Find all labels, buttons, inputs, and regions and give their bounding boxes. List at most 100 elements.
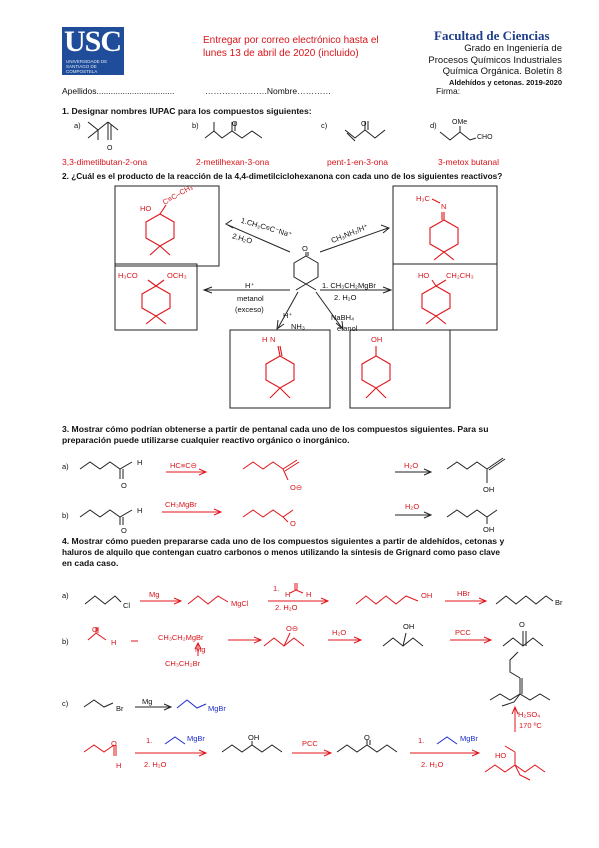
- q2-reagent-ml2: metanol: [237, 294, 264, 303]
- q2-center-ketone: [293, 252, 319, 291]
- q4a-mgcl: MgCl: [231, 599, 249, 608]
- q3b-pentanal: [79, 509, 133, 518]
- q3-label-a: a): [62, 462, 69, 471]
- q4c-heptan4ol: [221, 744, 283, 753]
- q2-prod2-h3c: H₃C: [416, 194, 430, 203]
- q4a-ald-h2: H: [306, 590, 312, 599]
- q4a-grignard: [187, 595, 229, 605]
- deadline-line2: lunes 13 de abril de 2020 (incluido): [203, 48, 359, 59]
- q2-arrow-topleft: [227, 224, 291, 253]
- q1-answer-a: 3,3-dimetilbutan-2-ona: [62, 157, 148, 167]
- q2-product-alkyne: [145, 204, 175, 256]
- q4c-pcc: PCC: [302, 739, 318, 748]
- q2-product-hydroxy: [361, 346, 391, 399]
- question-4-text-1: 4. Mostrar cómo pueden prepararse cada u…: [62, 536, 505, 546]
- q1-label-a: a): [74, 121, 81, 130]
- q1-label-b: b): [192, 121, 199, 130]
- q2-prod4-ho: HO: [418, 271, 430, 280]
- logo-subtitle: UNIVERSIDADE DE SANTIAGO DE COMPOSTELA: [66, 59, 108, 74]
- q3a-reagent: HC≡C⊖: [170, 461, 197, 470]
- q4-label-a: a): [62, 591, 69, 600]
- q4b-h2o: H₂O: [332, 628, 347, 637]
- q4a-ald-h1: H: [285, 590, 291, 599]
- q2-box-midright: [392, 263, 498, 331]
- q4c-propylmgbr: [176, 699, 207, 709]
- q2-center-oxygen: O: [302, 244, 308, 253]
- q4c-step2: 2. H₂O: [144, 760, 167, 769]
- usc-logo: USC UNIVERSIDADE DE SANTIAGO DE COMPOSTE…: [62, 27, 124, 75]
- q4a-chlorobutane: [84, 595, 122, 605]
- q4a-step1: 1.: [273, 584, 280, 593]
- q2-product-imine: [429, 198, 459, 261]
- q1-answer-d: 3-metox butanal: [438, 157, 499, 167]
- q2-arrow-botleft: [277, 291, 299, 329]
- q3a-h: H: [137, 458, 143, 467]
- q4a-mg: Mg: [149, 590, 160, 599]
- subject-line: Química Orgánica. Boletín 8: [442, 66, 562, 77]
- logo-text: USC: [64, 25, 122, 58]
- q4a-cl: Cl: [123, 601, 131, 610]
- q4b-propanal: [87, 632, 107, 641]
- q4c-heptan4one: [336, 744, 398, 753]
- q3a-intermediate: [242, 461, 284, 470]
- q3b-intermediate: [242, 509, 294, 518]
- q3a-alkoxide: O⊖: [290, 483, 303, 492]
- q4a-hbr: HBr: [457, 589, 470, 598]
- q2-reagent-bl2: NH₃: [291, 322, 305, 331]
- degree-line1: Grado en Ingeniería de: [464, 43, 562, 54]
- q4c-bromopropane: [83, 699, 114, 708]
- q3b-o: O: [121, 526, 127, 535]
- q2-prod4-side: CH₂CH₃: [446, 271, 474, 280]
- q4c-h2so4: H₂SO₄: [518, 710, 541, 719]
- q3-label-b: b): [62, 511, 69, 520]
- q3b-alkoxide: O: [290, 519, 296, 528]
- q4a-pentanol: [355, 595, 419, 605]
- q4c-oh: OH: [248, 733, 260, 742]
- q3b-oh: OH: [483, 525, 495, 534]
- q4c-ald-h: H: [116, 761, 122, 770]
- q4a-step2: 2. H₂O: [275, 603, 298, 612]
- q3a-pentanal: [79, 461, 133, 470]
- question-3-text-2: preparación puede utilizarse cualquier r…: [62, 435, 350, 445]
- q4c-mg: Mg: [142, 697, 153, 706]
- q4c-step1-b: 1.: [418, 736, 425, 745]
- q4c-step1: 1.: [146, 736, 153, 745]
- q4b-pcc: PCC: [455, 628, 471, 637]
- q1b-structure: [204, 122, 263, 139]
- q3b-reagent: CH₃MgBr: [165, 500, 197, 509]
- q1d-ome: OMe: [452, 119, 468, 126]
- q2-reagent-ml3: (exceso): [235, 305, 264, 314]
- q2-prod1-ho: HO: [140, 204, 152, 213]
- q4c-ketone-o: O: [364, 733, 370, 742]
- q2-reagent-mr1: 1. CH₃CH₂MgBr: [322, 281, 376, 290]
- q2-reagent-ml1: H⁺: [245, 281, 255, 290]
- q3a-o: O: [121, 481, 127, 490]
- question-3-text-1: 3. Mostrar cómo podrían obtenerse a part…: [62, 424, 489, 434]
- q4a-br: Br: [555, 598, 563, 607]
- q4c-step2-b: 2. H₂O: [421, 760, 444, 769]
- q4b-ethylbr: CH₃CH₂Br: [165, 659, 201, 668]
- question-4-text-3: en cada caso.: [62, 558, 119, 568]
- q3a-water: H₂O: [404, 461, 419, 470]
- q4b-ald-o: O: [92, 625, 98, 634]
- question-4-text-2: haluros de alquilo que contengan cuatro …: [62, 547, 500, 557]
- q4a-bromopentane: [495, 595, 554, 605]
- q1-label-d: d): [430, 121, 437, 130]
- q4c-target-alkene: [489, 651, 551, 707]
- q4b-alkoxide: O⊖: [286, 624, 299, 633]
- q4c-mgbr: MgBr: [208, 704, 226, 713]
- topic-line: Aldehídos y cetonas. 2019-2020: [449, 78, 562, 87]
- q2-box-topleft: [114, 185, 220, 267]
- q4c-butanal: [83, 744, 115, 753]
- q4a-oh: OH: [421, 591, 433, 600]
- q1d-structure: [439, 126, 477, 141]
- q2-product-acetal: [141, 279, 171, 325]
- q4c-ho: HO: [495, 751, 507, 760]
- faculty-title: Facultad de Ciencias: [434, 28, 550, 43]
- q2-arrow-botright: [315, 291, 343, 329]
- q4c-mgbr-3: MgBr: [460, 734, 478, 743]
- q2-arrow-topright: [319, 227, 389, 253]
- q4b-mg: Mg: [195, 645, 206, 654]
- firma-field: Firma:: [436, 86, 461, 96]
